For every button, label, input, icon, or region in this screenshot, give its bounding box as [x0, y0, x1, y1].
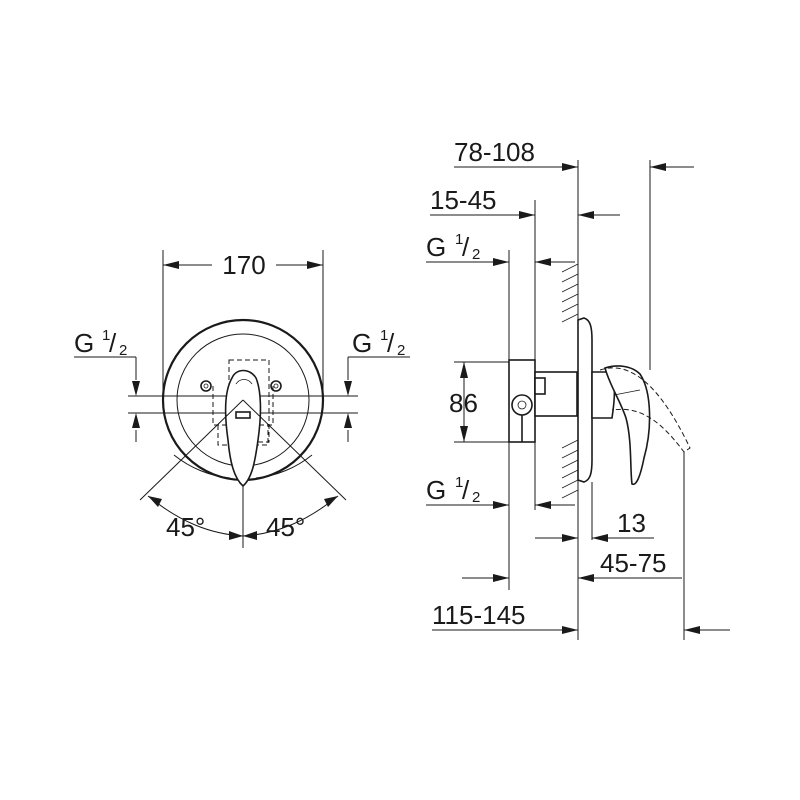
dim-78-108-label: 78-108	[454, 137, 535, 167]
dim-13-arrow-left	[562, 534, 578, 542]
dim-13-label: 13	[617, 508, 646, 538]
rotation-arc-left	[173, 454, 231, 479]
dim-78-108-arrow-right	[650, 163, 666, 171]
side-handle-dashed-swing	[599, 367, 691, 453]
dim-115-145-arrow	[562, 626, 578, 634]
thread-right-label: G	[352, 328, 372, 358]
thread-bottom-g: G	[426, 475, 446, 505]
thread-left-arrow-bottom	[132, 413, 140, 428]
angle-right-label: 45°	[266, 512, 305, 542]
angle-arrow-right-outer	[324, 496, 338, 507]
front-handle-lever	[224, 369, 262, 488]
front-handle-logo	[235, 411, 251, 419]
dim-15-45-arrow	[519, 211, 535, 219]
dim-45-75-arrow-right	[578, 574, 594, 582]
thread-top-label: G	[426, 232, 446, 262]
angle-arrow-left-inner	[229, 531, 243, 540]
dim-170-arrow-left	[163, 261, 179, 269]
thread-left-label: G	[74, 328, 94, 358]
dim-170-arrow-right	[307, 261, 323, 269]
thread-top-arrow-right	[535, 258, 551, 266]
side-handle-lever	[604, 365, 651, 486]
thread-bottom-slash: /	[462, 475, 470, 505]
thread-bottom-numerator: 1	[455, 474, 463, 491]
dim-15-45-label: 15-45	[430, 185, 497, 215]
thread-right-g: G	[352, 328, 372, 358]
thread-top-denominator: 2	[472, 246, 480, 263]
dim-13-arrow-right	[592, 534, 608, 542]
angle-arrow-right-inner	[243, 531, 257, 540]
thread-bottom-denominator: 2	[472, 489, 480, 506]
thread-bottom-arrow-right	[535, 501, 551, 509]
angle-left-label: 45°	[166, 512, 205, 542]
side-pipe-outlet-inner	[517, 400, 527, 410]
thread-right-arrow-top	[344, 381, 352, 396]
dim-115-145-arrow-right	[684, 626, 700, 634]
front-screw-left	[200, 380, 212, 392]
dim-115-145-label: 115-145	[432, 600, 526, 630]
side-escutcheon-plate	[577, 317, 593, 483]
thread-top-numerator: 1	[455, 231, 463, 248]
dim-15-45-arrow-right	[578, 211, 594, 219]
front-view: 170 G 1 / 2 G 1 / 2 45° 45°	[74, 250, 410, 548]
side-cartridge-nut	[534, 377, 546, 395]
dim-45-75-arrow-left	[493, 574, 509, 582]
dim-78-108-arrow	[562, 163, 578, 171]
wall-hatch-top	[561, 263, 579, 323]
dim-170-label: 170	[222, 250, 265, 280]
thread-left-numerator: 1	[102, 327, 110, 344]
thread-top-g: G	[426, 232, 446, 262]
dim-86-arrow-bottom	[460, 426, 468, 442]
angle-line-right	[242, 399, 347, 501]
front-handle-shading	[235, 379, 253, 385]
thread-left-arrow-top	[132, 381, 140, 396]
front-screw-right	[270, 380, 282, 392]
dim-86-label: 86	[449, 388, 478, 418]
thread-bottom-label: G	[426, 475, 446, 505]
rotation-arc-right	[255, 454, 313, 479]
dim-86-arrow-top	[460, 362, 468, 378]
thread-right-arrow-bottom	[344, 413, 352, 428]
thread-right-numerator: 1	[380, 327, 388, 344]
thread-left-g: G	[74, 328, 94, 358]
side-view: 78-108 15-45 G 1 / 2 86 G 1 / 2	[426, 137, 730, 640]
side-handle-detail	[613, 389, 641, 396]
angle-arrow-left-outer	[148, 496, 162, 507]
thread-right-denominator: 2	[397, 342, 405, 359]
wall-hatch-bottom	[561, 439, 579, 499]
thread-top-arrow	[493, 258, 509, 266]
thread-left-denominator: 2	[119, 342, 127, 359]
thread-right-slash: /	[387, 328, 395, 358]
thread-left-slash: /	[109, 328, 117, 358]
thread-bottom-arrow	[493, 501, 509, 509]
dim-45-75-label: 45-75	[600, 548, 667, 578]
thread-top-slash: /	[462, 232, 470, 262]
angle-line-left	[139, 399, 244, 501]
